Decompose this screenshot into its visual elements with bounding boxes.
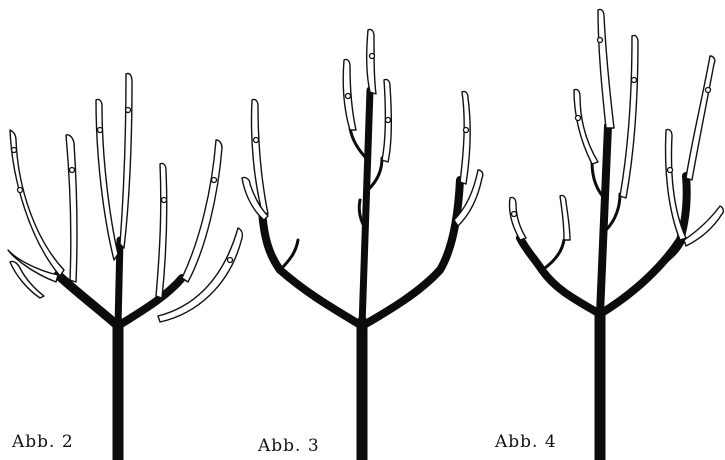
tree-2-bud	[126, 108, 131, 113]
tree-4-shoot-left-mid	[560, 195, 570, 240]
tree-figure-4: Abb. 4	[480, 0, 725, 460]
tree-4-shoot-right-top	[620, 35, 638, 198]
tree-2-left-limb	[58, 275, 118, 326]
tree-4-bud	[706, 88, 711, 93]
tree-4-bud	[598, 38, 603, 43]
tree-2-bud	[70, 168, 75, 173]
figure-caption: Abb. 3	[258, 436, 320, 456]
figure-caption: Abb. 4	[495, 432, 557, 452]
tree-2-bud	[12, 148, 17, 153]
tree-4-shoot-left-lower	[509, 197, 526, 240]
tree-4-leader	[600, 126, 608, 314]
tree-2-shoot-left-mid	[66, 135, 77, 282]
tree-4-shoot-right-side	[684, 206, 723, 246]
tree-3-bud	[254, 138, 259, 143]
tree-illustration-3	[240, 0, 485, 460]
tree-3-bud	[386, 118, 391, 123]
tree-3-bud	[464, 128, 469, 133]
tree-2-bud	[228, 258, 233, 263]
tree-figure-3: Abb. 3	[240, 0, 485, 460]
tree-4-shoot-far-right-top	[686, 56, 715, 180]
tree-4-shoot-left-top	[574, 89, 598, 164]
figure-caption: Abb. 2	[12, 432, 74, 452]
tree-3-shoot-center-top	[367, 29, 376, 94]
tree-2-bud	[18, 188, 23, 193]
tree-3-bud	[346, 94, 351, 99]
tree-4-bud	[512, 212, 517, 217]
tree-3-twig	[280, 240, 298, 270]
tree-3-bud	[370, 54, 375, 59]
tree-4-twig	[542, 240, 564, 270]
tree-4-bud	[632, 78, 637, 83]
tree-3-leader	[362, 90, 370, 326]
tree-2-bud	[98, 128, 103, 133]
tree-4-bud	[576, 116, 581, 121]
tree-2-shoot-center-left	[96, 99, 118, 260]
tree-4-shoot-leader-top	[598, 9, 614, 128]
tree-illustration-4	[480, 0, 725, 460]
tree-3-shoot-right-top	[460, 91, 470, 184]
tree-3-right-limb	[362, 180, 460, 326]
tree-2-bud	[212, 178, 217, 183]
tree-2-shoot-left-long	[10, 130, 64, 276]
tree-2-shoot-right-mid	[156, 163, 167, 298]
tree-2-shoot-center-top	[120, 73, 132, 248]
tree-2-shoot-right-long	[182, 140, 222, 282]
tree-4-bud	[668, 168, 673, 173]
tree-3-left-limb	[262, 210, 362, 326]
tree-illustration-2	[0, 0, 245, 460]
tree-figure-2: Abb. 2	[0, 0, 245, 460]
tree-2-bud	[162, 198, 167, 203]
